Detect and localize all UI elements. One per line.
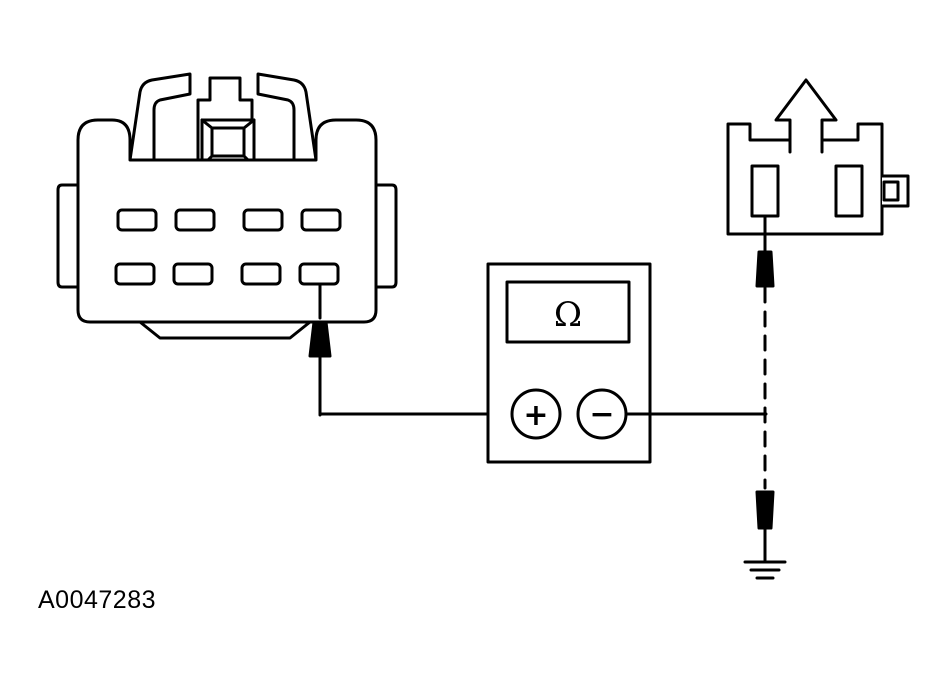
negative-sign: − bbox=[589, 397, 614, 432]
pin-cavity bbox=[300, 208, 342, 232]
pin-cavity bbox=[172, 262, 214, 286]
arrow-up-icon bbox=[774, 78, 838, 154]
probe-tip bbox=[755, 490, 775, 562]
probe-tip bbox=[755, 214, 775, 288]
ohm-symbol: Ω bbox=[554, 295, 582, 335]
connector-housing bbox=[56, 72, 398, 340]
pin-cavity bbox=[114, 262, 156, 286]
sensor-connector bbox=[726, 122, 910, 236]
probe-tip bbox=[308, 282, 332, 417]
positive-terminal bbox=[510, 388, 562, 440]
positive-sign: + bbox=[523, 398, 548, 433]
ground-icon bbox=[743, 560, 787, 580]
pin-cavity bbox=[240, 262, 282, 286]
pin-cavity bbox=[242, 208, 284, 232]
pin-cavity bbox=[174, 208, 216, 232]
multimeter bbox=[486, 262, 652, 464]
pin-cavity bbox=[116, 208, 158, 232]
figure-id: A0047283 bbox=[38, 586, 157, 614]
